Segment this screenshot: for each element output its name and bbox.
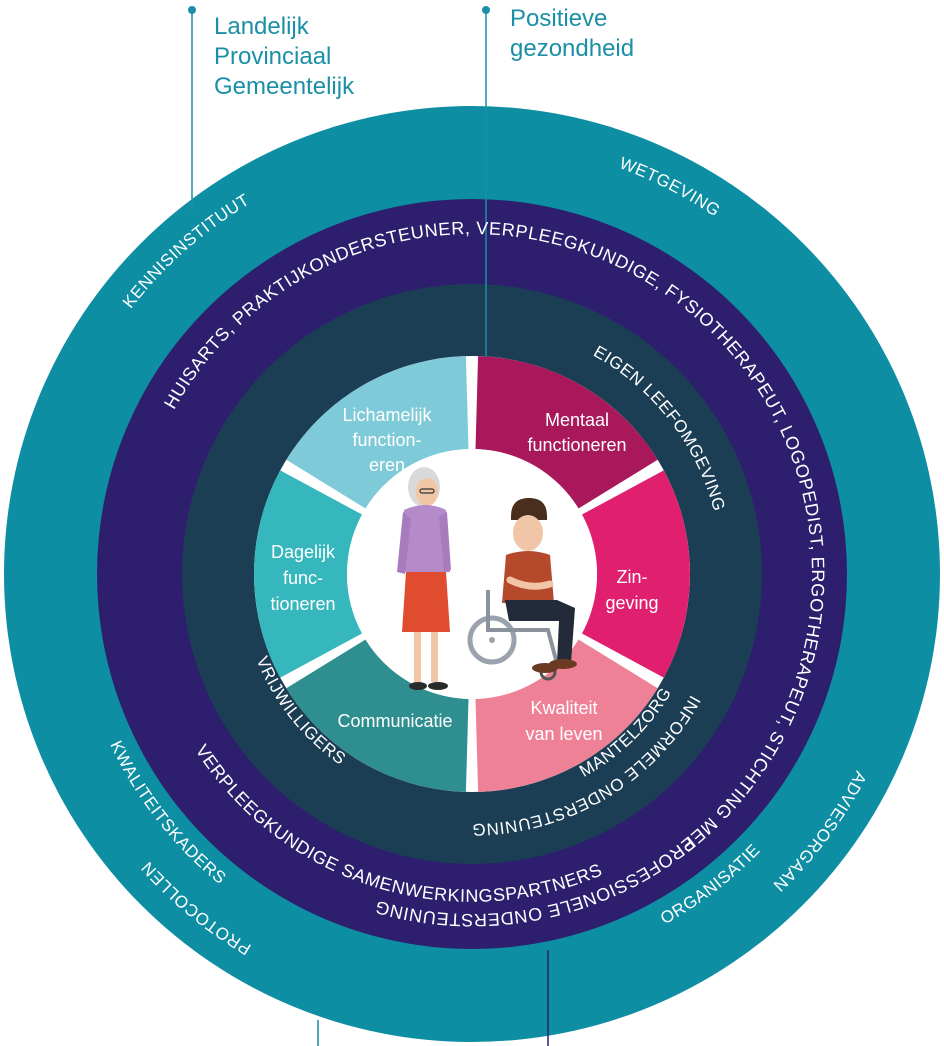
callout-dot-levels (188, 6, 196, 14)
segment-kwaliteit (475, 639, 658, 792)
segment-communicatie-text: Communicatie (337, 711, 452, 731)
seg-dagelijk-line-3: tioneren (270, 594, 335, 614)
seg-kwaliteit-line-2: van leven (525, 724, 602, 744)
segment-dagelijk (253, 470, 363, 678)
positive-health-callout: Positieve gezondheid (510, 4, 634, 64)
health-line-1: Positieve (510, 5, 608, 32)
segment-mentaal (475, 356, 658, 509)
level-provinciaal: Provinciaal (214, 43, 332, 70)
callout-dot-health (482, 6, 490, 14)
health-line-2: gezondheid (510, 35, 635, 62)
segment-mentaal-text: Mentaal functioneren (527, 410, 626, 455)
seg-mentaal-line-1: Mentaal (545, 410, 609, 430)
seg-lichamelijk-line-2: function- (352, 430, 421, 450)
seg-mentaal-line-2: functioneren (527, 435, 626, 455)
segment-zingeving-text: Zin- geving (605, 567, 658, 613)
segment-dagelijk-text: Dagelijk func- tioneren (270, 542, 336, 614)
seg-kwaliteit-line-1: Kwaliteit (530, 698, 597, 718)
segment-lichamelijk (286, 356, 469, 509)
level-landelijk: Landelijk (214, 13, 309, 40)
segment-communicatie (286, 639, 469, 792)
seg-zingeving-line-1: Zin- (617, 567, 648, 587)
segment-kwaliteit-text: Kwaliteit van leven (525, 698, 602, 744)
seg-dagelijk-line-2: func- (283, 568, 323, 588)
segment-zingeving (581, 470, 690, 678)
level-gemeentelijk: Gemeentelijk (214, 73, 355, 100)
segment-lichamelijk-text: Lichamelijk function- eren (342, 405, 432, 475)
government-levels-callout: Landelijk Provinciaal Gemeentelijk (214, 12, 354, 102)
seg-communicatie-line-1: Communicatie (337, 711, 452, 731)
seg-lichamelijk-line-3: eren (369, 455, 405, 475)
seg-zingeving-line-2: geving (605, 593, 658, 613)
woman-illustration (397, 467, 451, 690)
seg-lichamelijk-line-1: Lichamelijk (342, 405, 432, 425)
seg-dagelijk-line-1: Dagelijk (271, 542, 336, 562)
wheelchair-man-illustration (467, 498, 577, 681)
segments-group (253, 356, 690, 792)
